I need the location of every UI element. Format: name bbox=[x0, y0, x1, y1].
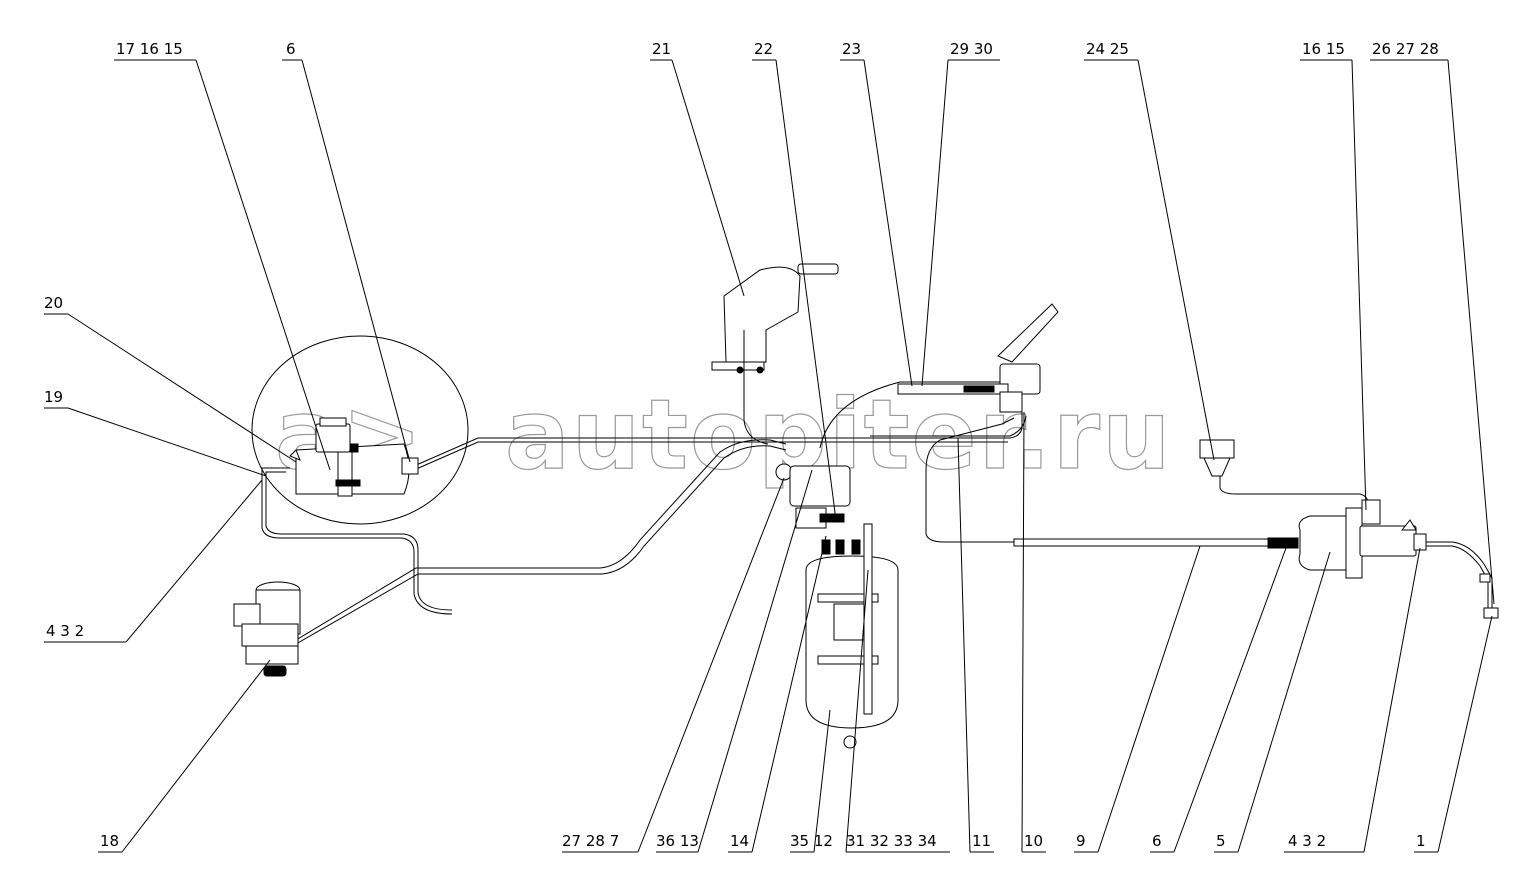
callout-35-12: 35 12 bbox=[790, 832, 833, 850]
callout-26-27-28: 26 27 28 bbox=[1372, 40, 1439, 58]
callout-36-13: 36 13 bbox=[656, 832, 699, 850]
callout-21: 21 bbox=[652, 40, 671, 58]
right-brake-chamber bbox=[1267, 499, 1427, 579]
callout-24-25: 24 25 bbox=[1086, 40, 1129, 58]
watermark-logo-ring bbox=[251, 335, 469, 525]
callout-6-bottom: 6 bbox=[1152, 832, 1162, 850]
callout-1: 1 bbox=[1416, 832, 1426, 850]
callout-27-28-7: 27 28 7 bbox=[562, 832, 619, 850]
hand-brake-valve bbox=[711, 263, 839, 386]
air-reservoir bbox=[805, 523, 899, 749]
callout-18: 18 bbox=[100, 832, 119, 850]
line-filter bbox=[1199, 439, 1235, 477]
left-brake-chamber bbox=[289, 417, 419, 497]
callout-17-16-15: 17 16 15 bbox=[116, 40, 183, 58]
callout-31-32-33-34: 31 32 33 34 bbox=[846, 832, 937, 850]
central-valve-cluster bbox=[775, 463, 851, 529]
callout-4-3-2-right: 4 3 2 bbox=[1288, 832, 1326, 850]
callout-labels: 17 16 15 6 21 22 23 29 30 24 25 16 15 26… bbox=[44, 40, 1439, 850]
callout-11: 11 bbox=[972, 832, 991, 850]
callout-23: 23 bbox=[842, 40, 861, 58]
callout-9: 9 bbox=[1076, 832, 1086, 850]
valve-1 bbox=[1479, 573, 1499, 619]
callout-19: 19 bbox=[44, 388, 63, 406]
brake-pedal-valve bbox=[897, 303, 1059, 413]
air-dryer bbox=[233, 581, 301, 677]
callout-14: 14 bbox=[730, 832, 749, 850]
callout-16-15: 16 15 bbox=[1302, 40, 1345, 58]
pipelines bbox=[261, 381, 1493, 645]
callout-22: 22 bbox=[754, 40, 773, 58]
callout-5: 5 bbox=[1216, 832, 1226, 850]
leader-lines bbox=[44, 59, 1495, 853]
callout-10: 10 bbox=[1024, 832, 1043, 850]
callout-6-top: 6 bbox=[286, 40, 296, 58]
callout-4-3-2-left: 4 3 2 bbox=[46, 622, 84, 640]
callout-29-30: 29 30 bbox=[950, 40, 993, 58]
callout-20: 20 bbox=[44, 294, 63, 312]
